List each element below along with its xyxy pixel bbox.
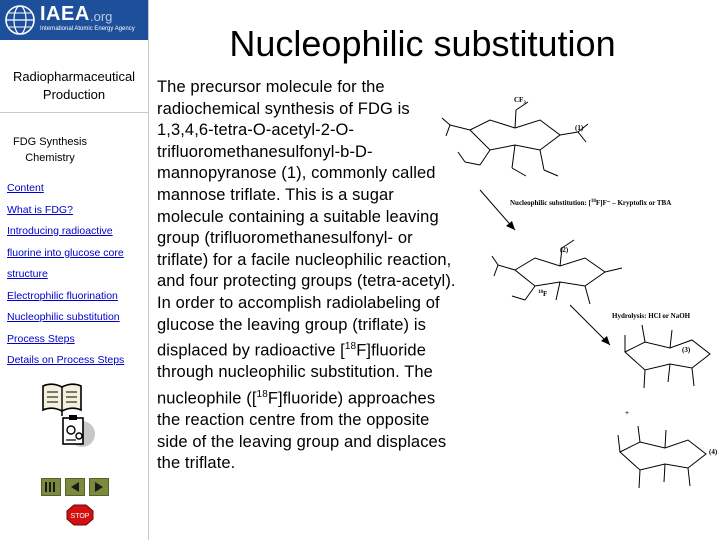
nav-link-content[interactable]: Content [7,182,44,194]
byproduct-structure [617,425,707,489]
sidebar-nav: Content What is FDG? Introducing radioac… [7,180,147,374]
nav-link-details-on-process-steps[interactable]: Details on Process Steps [7,354,125,366]
iaea-logo[interactable]: IAEA .org International Atomic Energy Ag… [0,0,148,40]
next-page-button[interactable] [89,478,109,496]
book-icon[interactable] [40,376,84,416]
reaction-arrow-1 [479,189,516,231]
logo-name: IAEA [40,3,90,25]
step2-label: Hydrolysis: HCl or NaOH [612,312,691,320]
label-3: (3) [682,346,691,354]
nav-link-introducing-radioactive[interactable]: Introducing radioactive [7,225,113,237]
label-1: (1) [575,124,584,132]
page-title: Nucleophilic substitution [229,23,616,64]
arrowhead-1 [506,221,515,230]
logo-subtitle: International Atomic Energy Agency [40,26,135,32]
label-4: (4) [709,448,718,456]
arrowhead-2 [601,336,610,345]
course-title: Radiopharmaceutical Production [12,69,136,102]
f18-label: 18F [538,290,547,298]
first-page-icon [45,482,55,492]
arrow-right-icon [95,482,103,492]
reaction-scheme-figure: CF3 (1) Nucleophilic substitution: [18F]… [441,96,718,489]
fluorinated-intermediate-structure [491,239,623,305]
nav-link-electrophilic-fluorination[interactable]: Electrophilic fluorination [7,289,118,302]
arrow-left-icon [71,482,79,492]
logo-org: .org [90,9,113,24]
first-page-button[interactable] [41,478,61,496]
stop-label: STOP [71,513,90,520]
step1-label: Nucleophilic substitution: [18F]F⁻ – Kry… [510,199,671,207]
mannose-triflate-structure [441,101,589,177]
plus-sign: + [625,409,629,417]
body-paragraph: The precursor molecule for the radiochem… [157,78,456,473]
previous-page-button[interactable] [65,478,85,496]
nav-link-process-steps[interactable]: Process Steps [7,332,75,345]
cf3-label: CF3 [514,96,526,106]
body-text: The precursor molecule for the radiochem… [157,77,457,475]
reaction-arrow-2 [569,304,611,346]
nav-link-nucleophilic-substitution[interactable]: Nucleophilic substitution [7,311,120,323]
sidebar: IAEA .org International Atomic Energy Ag… [0,0,149,540]
sidebar-divider [0,112,148,113]
module-title: FDG Synthesis Chemistry [13,136,87,164]
globe-logo-icon [5,5,35,35]
navigation-buttons [41,478,111,496]
stop-button[interactable]: STOP [66,504,94,526]
label-2: (2) [560,246,569,254]
nav-link-structure[interactable]: structure [7,268,48,280]
nav-link-fluorine-into-glucose-core[interactable]: fluorine into glucose core [7,246,124,259]
notes-clipboard-icon[interactable] [56,412,96,452]
fdg-structure [624,324,711,389]
nav-link-what-is-fdg[interactable]: What is FDG? [7,203,73,216]
